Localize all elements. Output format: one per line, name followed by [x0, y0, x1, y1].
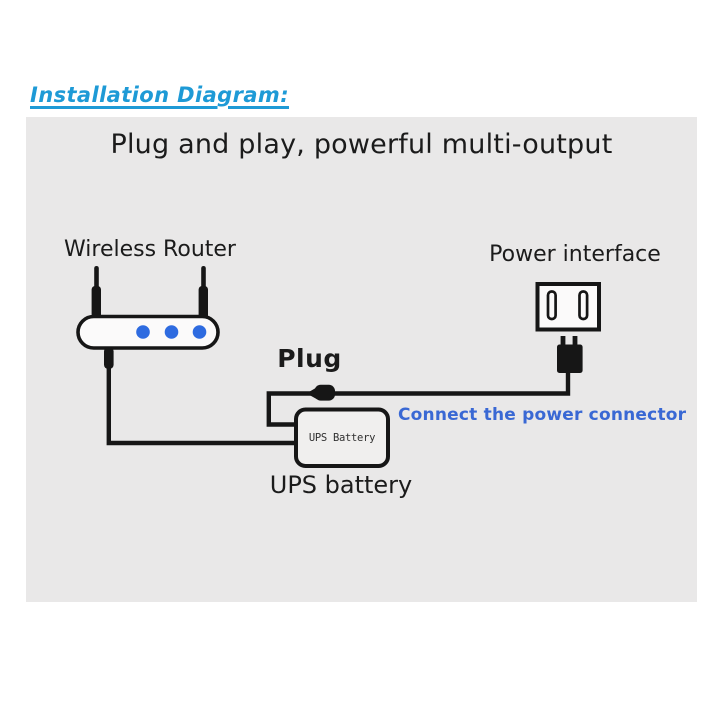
- ups-to-power-cable: [266, 369, 571, 427]
- power-adapter-icon: [557, 336, 583, 373]
- ups-battery-box: [294, 407, 390, 468]
- connect-power-note: Connect the power connector: [398, 405, 687, 425]
- page-title: Installation Diagram:: [30, 83, 290, 107]
- router-to-ups-cable: [106, 365, 297, 446]
- power-interface-label: Power interface: [489, 242, 661, 267]
- diagram-panel: [26, 117, 697, 602]
- plug-label: Plug: [277, 344, 342, 373]
- plug-connector-icon: [306, 384, 335, 401]
- ups-battery-label: UPS battery: [269, 471, 413, 499]
- ups-box-label: UPS Battery: [308, 431, 376, 444]
- wireless-router-label: Wireless Router: [64, 237, 236, 262]
- wireless-router-icon: [76, 266, 220, 369]
- panel-heading: Plug and play, powerful multi-output: [110, 129, 613, 160]
- power-outlet-icon: [535, 282, 601, 332]
